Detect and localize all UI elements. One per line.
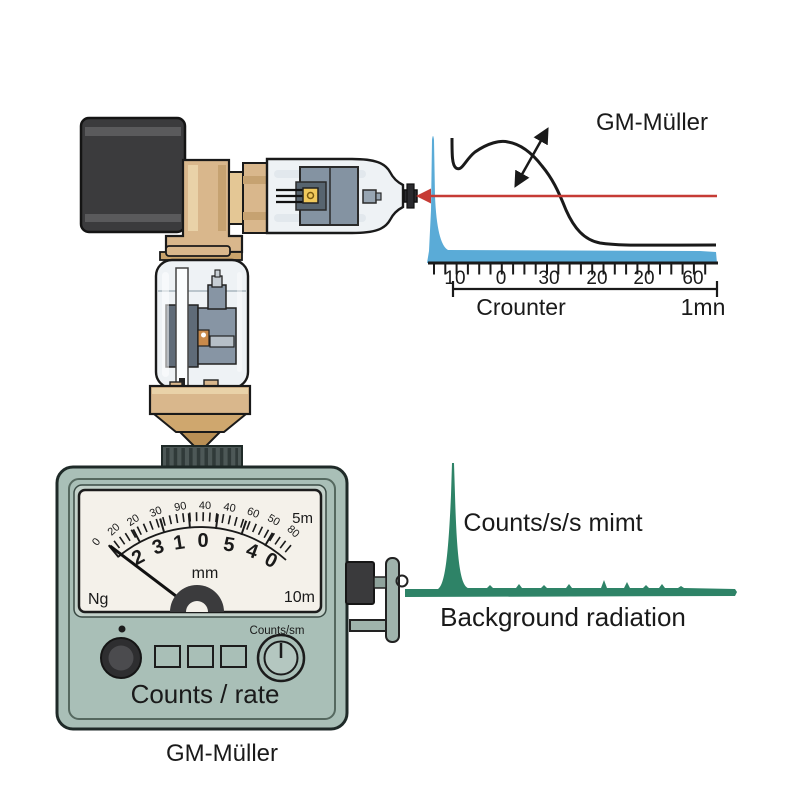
- mode-button: [187, 645, 214, 668]
- needle-pivot: [170, 585, 224, 612]
- tick-label: 10: [444, 268, 465, 289]
- spectrum-caption: Background radiation: [440, 602, 686, 632]
- dial-number: 50: [265, 512, 282, 529]
- double-arrow: [514, 127, 549, 188]
- dial-number: 90: [173, 500, 187, 514]
- tube-anode-marker: [302, 187, 319, 204]
- dial-number: 30: [148, 504, 164, 520]
- jar-base-nozzle: [148, 384, 252, 449]
- spectrum-peak-label: Counts/s/s mimt: [463, 509, 642, 537]
- meter-dial: [108, 512, 296, 612]
- mode-button: [220, 645, 247, 668]
- plateau-graph: GM-Müller 10 0 30 20 20 60 Crounter 1mn: [416, 109, 726, 320]
- tick-label: 60: [682, 268, 703, 289]
- response-curve: [450, 137, 717, 247]
- dial-number: 60: [245, 505, 261, 521]
- knob-label: Counts/sm: [250, 625, 305, 637]
- dial-bottom-left: Ng: [88, 591, 108, 608]
- tick-label: 20: [586, 268, 607, 289]
- jar-source-element: [197, 329, 210, 347]
- range-knob: [256, 633, 306, 683]
- graph-title: GM-Müller: [596, 109, 708, 136]
- dial-outer-scale: 0 20 20 30 90 40 40 60 50 80: [90, 500, 302, 548]
- hv-connector-box: [79, 116, 187, 234]
- device-caption: GM-Müller: [166, 740, 278, 767]
- dial-number: 40: [222, 501, 236, 515]
- gm-tube-horizontal: [265, 157, 418, 235]
- pulse-spike-area: [427, 136, 717, 263]
- dial-number: 20: [125, 512, 142, 529]
- bracket-left-label: Crounter: [476, 294, 566, 320]
- dial-unit: mm: [192, 565, 219, 582]
- indicator-dot: [118, 625, 126, 633]
- tick-label: 20: [633, 268, 654, 289]
- sample-jar: [154, 245, 250, 397]
- dial-number: 40: [199, 500, 211, 512]
- counter-device: 0 20 20 30 90 40 40 60 50 80 2 3 1 0 5 4…: [55, 465, 409, 731]
- dial-number: 5: [222, 533, 237, 557]
- range-bracket: [451, 281, 719, 297]
- bracket-right-label: 1mn: [681, 294, 726, 320]
- background-spectrum: Counts/s/s mimt Background radiation: [405, 463, 737, 632]
- tick-label: 30: [538, 268, 559, 289]
- side-connector: [345, 557, 409, 643]
- gm-tube-assembly: [79, 116, 418, 471]
- dial-number: 0: [197, 530, 208, 552]
- panel-label: Counts / rate: [131, 679, 280, 709]
- dial-number: 1: [172, 531, 186, 554]
- dial-bottom-right: 10m: [284, 589, 315, 606]
- dial-top-right: 5m: [292, 510, 313, 527]
- x-tick-labels: 10 0 30 20 20 60: [444, 268, 703, 289]
- tick-label: 0: [496, 268, 507, 289]
- mode-button: [154, 645, 181, 668]
